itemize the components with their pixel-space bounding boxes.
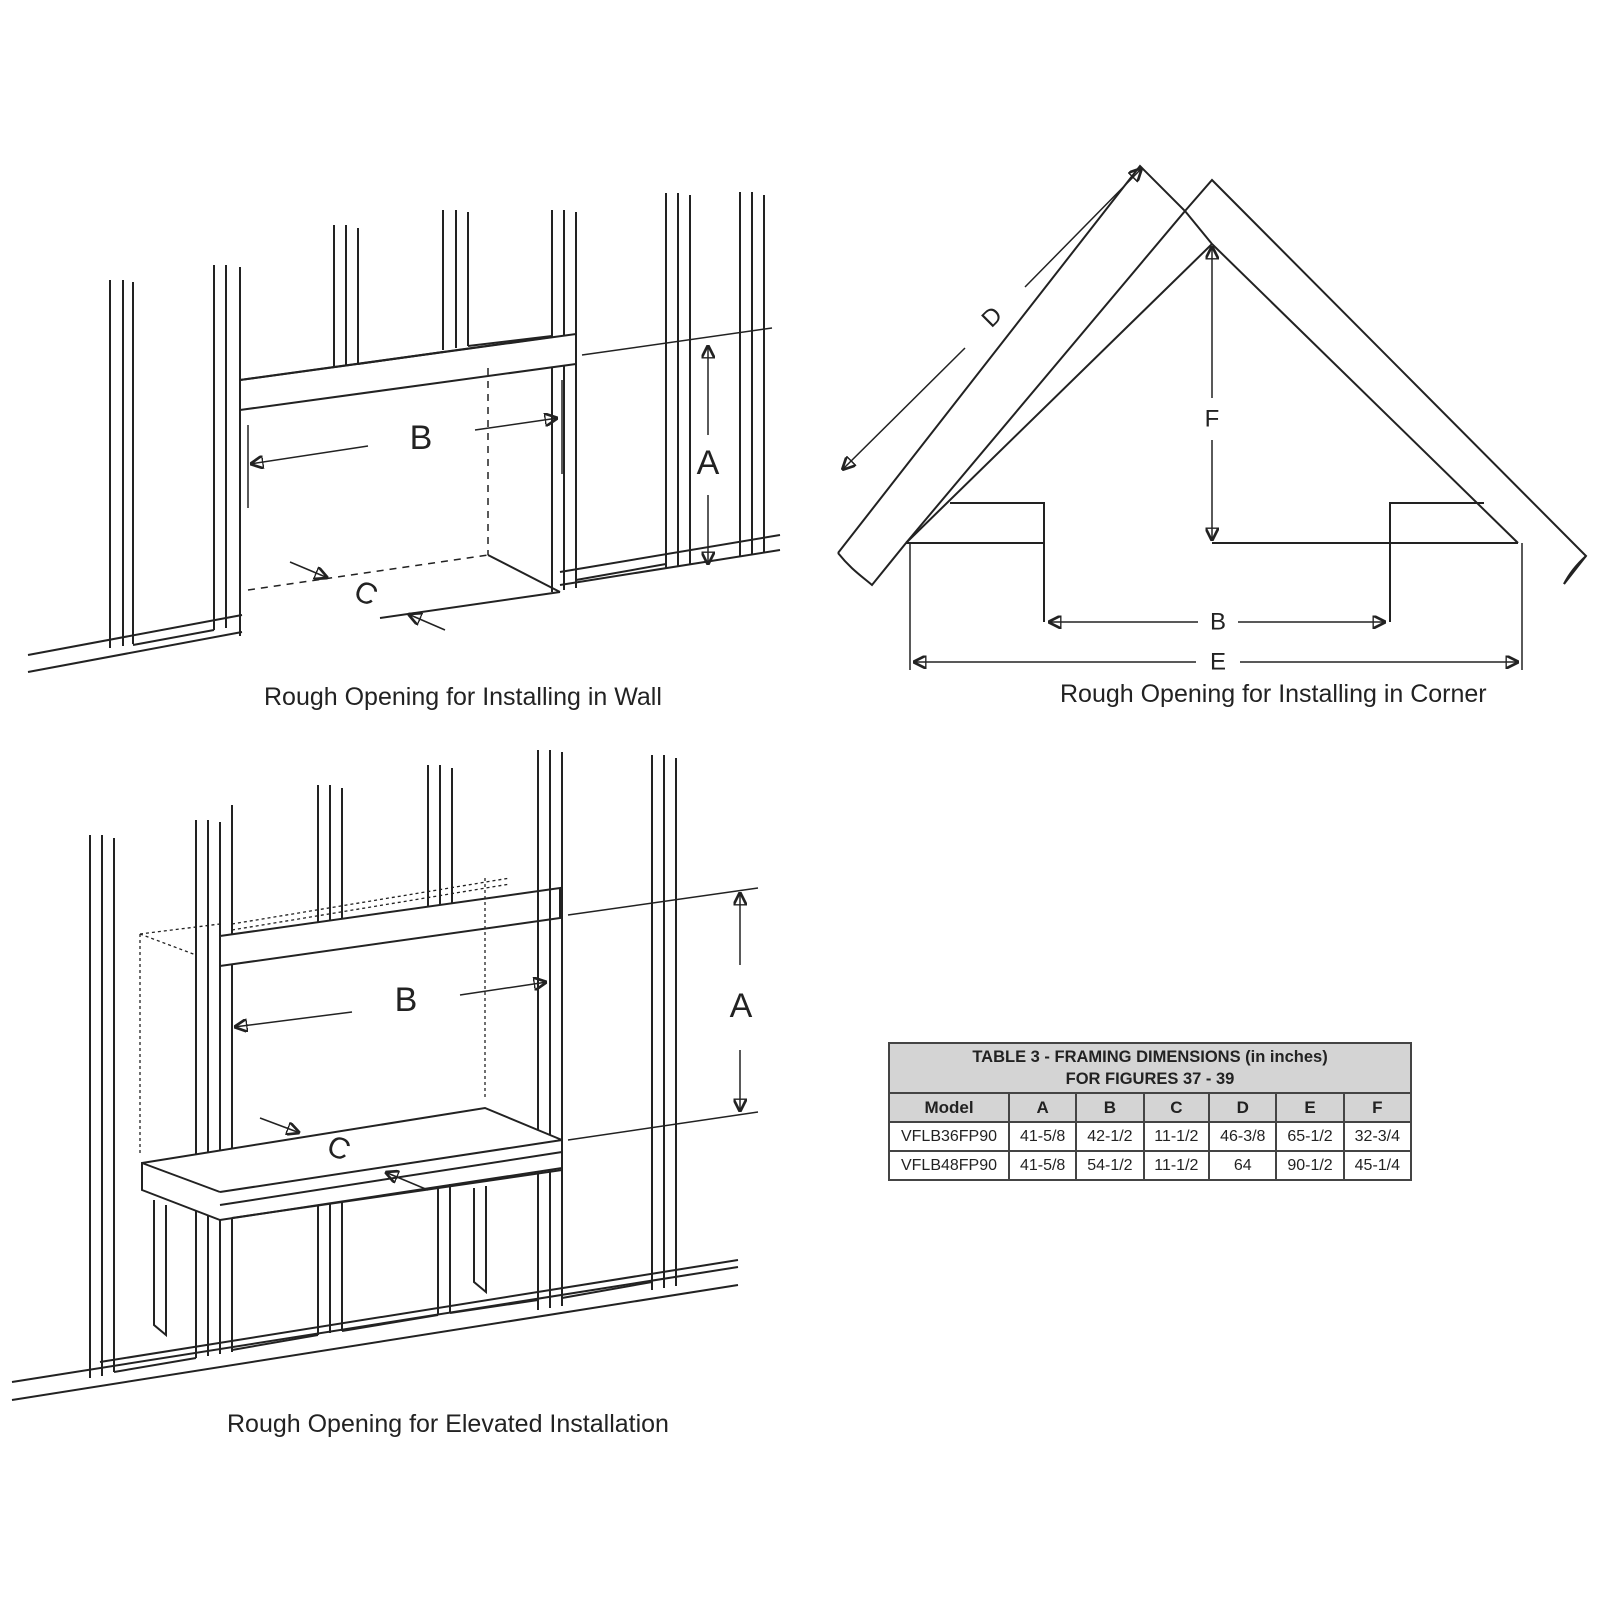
corner-label-e: E	[1210, 648, 1226, 675]
header-c: C	[1142, 1092, 1211, 1123]
wall-label-b: B	[410, 419, 433, 457]
table-title-line1: TABLE 3 - FRAMING DIMENSIONS (in inches)	[972, 1048, 1328, 1066]
table-cell-model: VFLB48FP90	[888, 1150, 1010, 1181]
table-cell: 32-3/4	[1342, 1121, 1413, 1152]
table-cell: 64	[1208, 1150, 1278, 1181]
table-cell: 41-5/8	[1007, 1121, 1078, 1152]
table-title-row: TABLE 3 - FRAMING DIMENSIONS (in inches)…	[888, 1042, 1412, 1094]
table-row: VFLB36FP90 41-5/8 42-1/2 11-1/2 46-3/8 6…	[888, 1121, 1413, 1152]
table-cell: 41-5/8	[1007, 1150, 1078, 1181]
table-cell-model: VFLB36FP90	[888, 1121, 1010, 1152]
header-e: E	[1275, 1092, 1345, 1123]
wall-label-a: A	[697, 444, 720, 482]
caption-wall: Rough Opening for Installing in Wall	[264, 683, 662, 711]
caption-elevated: Rough Opening for Elevated Installation	[227, 1410, 669, 1438]
table-title-line2: FOR FIGURES 37 - 39	[1065, 1070, 1235, 1088]
header-a: A	[1007, 1092, 1078, 1123]
table-title: TABLE 3 - FRAMING DIMENSIONS (in inches)…	[888, 1042, 1412, 1094]
table-row: VFLB48FP90 41-5/8 54-1/2 11-1/2 64 90-1/…	[888, 1150, 1413, 1181]
table-cell: 65-1/2	[1275, 1121, 1345, 1152]
table-cell: 45-1/4	[1342, 1150, 1413, 1181]
table-cell: 42-1/2	[1075, 1121, 1145, 1152]
elevated-label-b: B	[395, 981, 418, 1019]
table-cell: 90-1/2	[1275, 1150, 1345, 1181]
table-cell: 54-1/2	[1075, 1150, 1145, 1181]
table-header-row: Model A B C D E F	[888, 1092, 1413, 1123]
header-model: Model	[888, 1092, 1010, 1123]
header-b: B	[1075, 1092, 1145, 1123]
table-cell: 11-1/2	[1142, 1150, 1211, 1181]
header-d: D	[1208, 1092, 1278, 1123]
header-f: F	[1342, 1092, 1413, 1123]
corner-label-b: B	[1210, 608, 1226, 635]
corner-label-f: F	[1205, 405, 1220, 432]
elevated-label-a: A	[730, 987, 753, 1025]
table-cell: 46-3/8	[1208, 1121, 1278, 1152]
table-cell: 11-1/2	[1142, 1121, 1211, 1152]
caption-corner: Rough Opening for Installing in Corner	[1060, 680, 1487, 708]
framing-dimensions-table: TABLE 3 - FRAMING DIMENSIONS (in inches)…	[888, 1042, 1413, 1181]
